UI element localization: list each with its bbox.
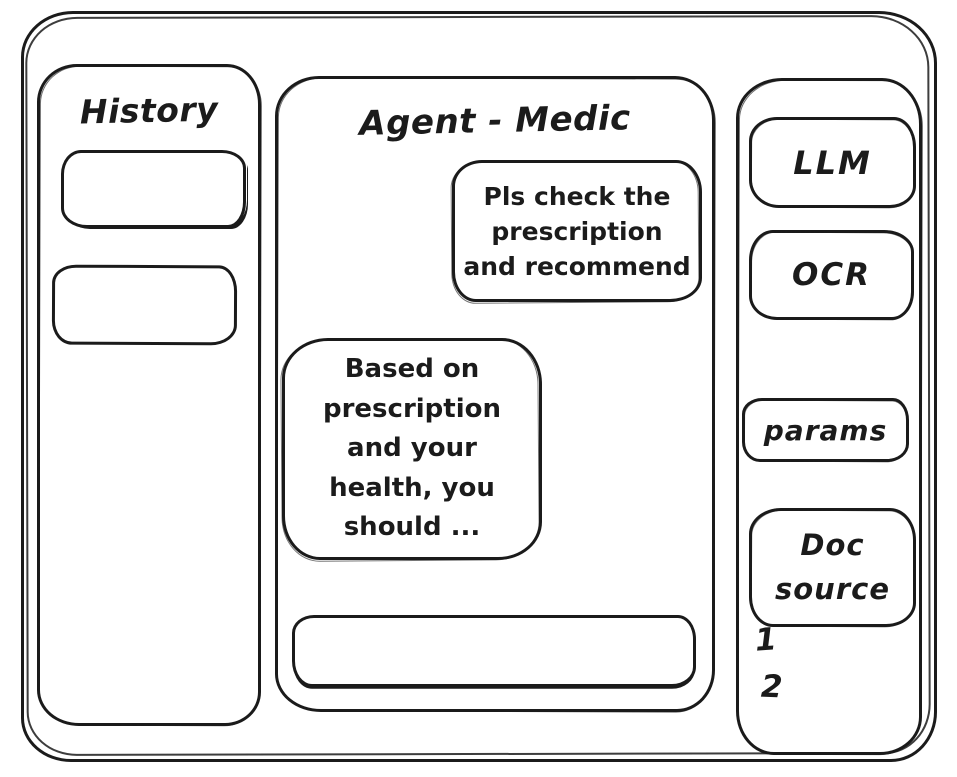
message-input[interactable]	[292, 615, 696, 687]
params-button[interactable]: params	[742, 398, 909, 462]
doc-source-item[interactable]: 2	[760, 668, 784, 706]
history-panel: History	[37, 64, 261, 726]
doc-source-button[interactable]: Doc source	[749, 508, 916, 627]
ocr-button[interactable]: OCR	[749, 230, 914, 320]
user-message-bubble: Pls check the prescription and recommend	[452, 160, 702, 302]
app-window: History Agent - Medic Pls check the pres…	[21, 11, 937, 762]
history-item[interactable]	[51, 264, 238, 346]
chat-title: Agent - Medic	[358, 98, 632, 144]
chat-panel: Agent - Medic Pls check the prescription…	[275, 76, 715, 712]
tools-panel: LLM OCR params Doc source 1 2	[736, 78, 922, 755]
history-title: History	[79, 89, 219, 132]
llm-button[interactable]: LLM	[749, 117, 916, 208]
history-item[interactable]	[61, 150, 246, 228]
doc-source-item[interactable]: 1	[753, 621, 778, 659]
agent-message-bubble: Based on prescription and your health, y…	[282, 338, 542, 560]
